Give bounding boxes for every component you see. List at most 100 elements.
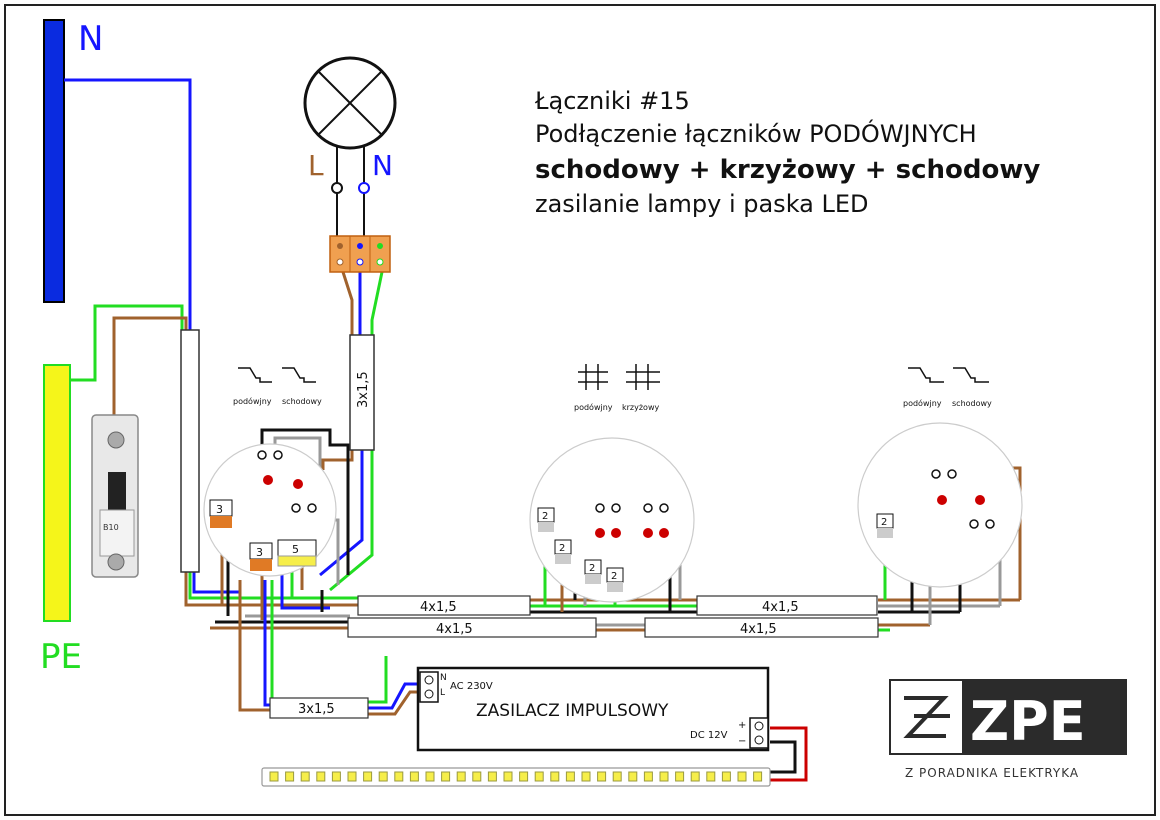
title-line-1: Łączniki #15 bbox=[534, 87, 690, 115]
psu-input-terminal bbox=[419, 671, 439, 703]
led-chip bbox=[597, 771, 607, 782]
switch-label-left-2: schodowy bbox=[282, 397, 322, 406]
clamp-r1-label: 2 bbox=[881, 517, 887, 528]
switch-label-right-2: schodowy bbox=[952, 399, 992, 408]
led-chip bbox=[347, 771, 357, 782]
cable-top-left-label: 4x1,5 bbox=[420, 600, 457, 615]
led-chip bbox=[581, 771, 591, 782]
stair-switch-symbols-left bbox=[238, 367, 316, 383]
vertical-cable-label: 3x1,5 bbox=[356, 371, 371, 408]
clamp-c2: 3 bbox=[249, 542, 273, 571]
clamp-r1: 2 bbox=[876, 513, 894, 538]
logo-caption: Z PORADNIKA ELEKTRYKA bbox=[905, 766, 1079, 780]
breaker-rating: B10 bbox=[103, 523, 119, 532]
lamp-terminal-block bbox=[329, 235, 391, 273]
psu-plus: + bbox=[738, 720, 746, 731]
clamp-c1: 3 bbox=[209, 499, 233, 528]
clamp-m1: 2 bbox=[537, 507, 555, 532]
led-chip bbox=[643, 771, 653, 782]
led-chip bbox=[394, 771, 404, 782]
clamp-m4-label: 2 bbox=[611, 571, 617, 582]
psu-input-label: AC 230V bbox=[450, 681, 493, 692]
led-chip bbox=[456, 771, 466, 782]
led-chip bbox=[706, 771, 716, 782]
clamp-c1-label: 3 bbox=[216, 503, 223, 516]
vertical-cable bbox=[349, 334, 375, 451]
lamp-l-label: L bbox=[308, 149, 324, 182]
zpe-logo: ZPE bbox=[889, 679, 1127, 755]
led-chip bbox=[409, 771, 419, 782]
led-chip bbox=[612, 771, 622, 782]
title-line-4: zasilanie lampy i paska LED bbox=[535, 190, 869, 218]
led-strip bbox=[261, 767, 771, 787]
switch-label-middle-2: krzyżowy bbox=[622, 403, 659, 412]
cable-psu-feed-label: 3x1,5 bbox=[298, 702, 335, 717]
clamp-m3-label: 2 bbox=[589, 563, 595, 574]
clamp-c2-label: 3 bbox=[256, 546, 263, 559]
switch-contacts-middle bbox=[595, 503, 669, 538]
title-line-2: Podłączenie łączników PODÓWJNYCH bbox=[535, 118, 977, 148]
switch-box-right bbox=[857, 422, 1023, 588]
psu-minus: − bbox=[738, 736, 746, 747]
cable-psu-feed bbox=[269, 697, 369, 719]
led-chip bbox=[721, 771, 731, 782]
led-chip bbox=[487, 771, 497, 782]
led-chip bbox=[285, 771, 295, 782]
clamp-m1-label: 2 bbox=[542, 511, 548, 522]
stair-switch-symbols-right bbox=[908, 367, 989, 383]
led-chip bbox=[316, 771, 326, 782]
switch-contacts-left bbox=[257, 450, 317, 513]
power-supply bbox=[416, 666, 770, 752]
led-chip bbox=[519, 771, 529, 782]
cable-top-right bbox=[696, 595, 878, 616]
led-chip bbox=[675, 771, 685, 782]
led-chip bbox=[300, 771, 310, 782]
led-chip bbox=[534, 771, 544, 782]
psu-output-label: DC 12V bbox=[690, 730, 728, 741]
cable-top-right-label: 4x1,5 bbox=[762, 600, 799, 615]
cable-bottom-left-label: 4x1,5 bbox=[436, 622, 473, 637]
n-bar bbox=[43, 19, 65, 303]
led-chip bbox=[659, 771, 669, 782]
clamp-c3-label: 5 bbox=[292, 543, 299, 556]
clamp-c3: 5 bbox=[277, 539, 317, 567]
logo-brand: ZPE bbox=[970, 690, 1086, 753]
switch-label-middle-1: podówjny bbox=[574, 402, 613, 412]
switch-label-right-1: podówjny bbox=[903, 398, 942, 408]
cable-bottom-left bbox=[347, 617, 597, 638]
psu-output-terminal bbox=[749, 717, 769, 749]
clamp-m2-label: 2 bbox=[559, 543, 565, 554]
led-chip bbox=[550, 771, 560, 782]
psu-in-l: L bbox=[440, 688, 445, 698]
cable-top-left bbox=[357, 595, 531, 616]
distribution-sleeve bbox=[180, 329, 200, 573]
pe-bar bbox=[43, 364, 71, 622]
led-chip bbox=[378, 771, 388, 782]
cable-bottom-right-label: 4x1,5 bbox=[740, 622, 777, 637]
lamp bbox=[303, 56, 397, 194]
clamp-m2: 2 bbox=[554, 539, 572, 564]
led-chip bbox=[363, 771, 373, 782]
led-chip bbox=[441, 771, 451, 782]
led-chip bbox=[503, 771, 513, 782]
switch-label-left-1: podówjny bbox=[233, 396, 272, 406]
led-chip bbox=[565, 771, 575, 782]
led-chip bbox=[737, 771, 747, 782]
pe-bar-label: PE bbox=[40, 637, 82, 677]
led-chip bbox=[628, 771, 638, 782]
clamp-m3: 2 bbox=[584, 559, 602, 584]
switch-contacts-right bbox=[931, 469, 995, 529]
psu-title: ZASILACZ IMPULSOWY bbox=[476, 701, 669, 721]
psu-in-n: N bbox=[440, 673, 447, 683]
cross-switch-symbols-middle bbox=[578, 364, 660, 390]
led-chip bbox=[753, 771, 763, 782]
n-bar-label: N bbox=[78, 19, 103, 59]
clamp-m4: 2 bbox=[606, 567, 624, 592]
led-chip bbox=[425, 771, 435, 782]
led-chip bbox=[269, 771, 279, 782]
circuit-breaker: B10 bbox=[91, 414, 139, 578]
cable-bottom-right bbox=[644, 617, 879, 638]
logo-mark-icon bbox=[903, 696, 950, 738]
